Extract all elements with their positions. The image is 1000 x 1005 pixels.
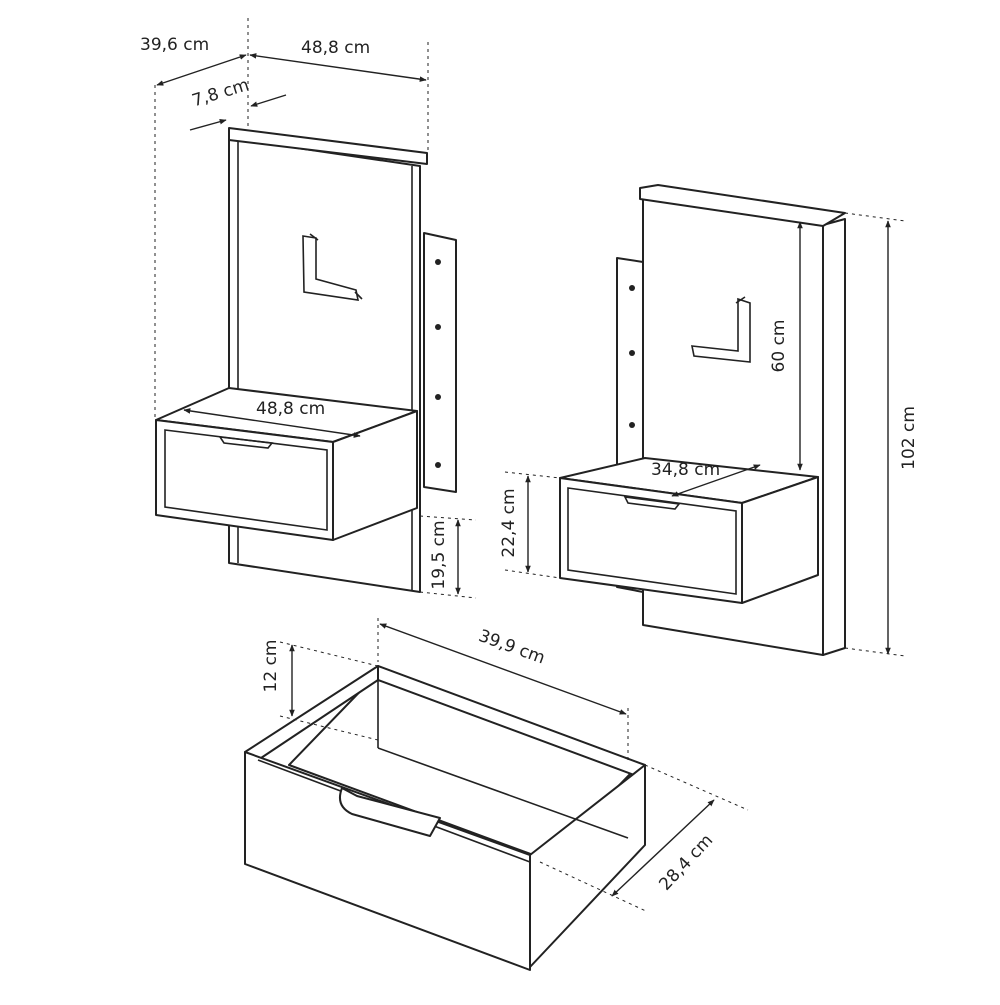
label-top-width: 48,8 cm	[301, 38, 370, 58]
right-drawer-handle	[623, 496, 681, 510]
dim-shelf-width	[183, 408, 361, 438]
extension-lines	[154, 18, 906, 913]
label-shelf-width: 48,8 cm	[256, 399, 325, 419]
left-nightstand	[155, 127, 457, 593]
drawer	[244, 665, 646, 971]
label-shelf-depth: 34,8 cm	[651, 460, 720, 480]
drawer-floor-edge	[377, 747, 629, 839]
right-rail-hole	[629, 285, 635, 291]
label-box-height: 22,4 cm	[499, 488, 519, 557]
right-rail-hole	[629, 350, 635, 356]
dim-shelf-depth	[671, 464, 761, 497]
right-box-side	[741, 476, 819, 604]
right-side-post	[822, 218, 846, 656]
drawer-handle	[339, 787, 441, 837]
left-box-front	[155, 419, 334, 541]
left-hook-icon	[302, 233, 363, 301]
right-top-cap	[639, 184, 846, 227]
left-box-side	[332, 410, 418, 541]
dim-drawer-depth	[379, 623, 627, 715]
label-total-height: 102 cm	[899, 406, 919, 470]
dim-top-thickness-b	[250, 94, 287, 107]
left-rail-hole	[435, 324, 441, 330]
label-top-thickness: 7,8 cm	[190, 75, 252, 111]
label-drawer-width: 28,4 cm	[655, 830, 717, 894]
label-backboard-height: 60 cm	[769, 320, 789, 373]
left-rail-hole	[435, 462, 441, 468]
left-top-cap	[228, 127, 428, 165]
right-rail-hole	[629, 422, 635, 428]
dim-drawer-width	[611, 799, 715, 897]
left-wall-rail	[423, 232, 457, 493]
left-rail-hole	[435, 394, 441, 400]
right-hook-icon	[691, 296, 751, 363]
label-drawer-depth: 39,9 cm	[476, 626, 548, 668]
dim-top-thickness-a	[189, 118, 227, 131]
dim-depth-overall	[156, 54, 247, 86]
label-drawer-height: 12 cm	[261, 640, 281, 693]
left-rail-hole	[435, 259, 441, 265]
dimension-lines	[156, 53, 891, 897]
label-below-clearance: 19,5 cm	[429, 520, 449, 589]
left-box-opening	[164, 429, 328, 531]
dim-top-width	[249, 53, 427, 82]
label-depth-overall: 39,6 cm	[140, 35, 209, 55]
left-drawer-handle	[218, 436, 274, 449]
right-nightstand	[559, 184, 846, 656]
